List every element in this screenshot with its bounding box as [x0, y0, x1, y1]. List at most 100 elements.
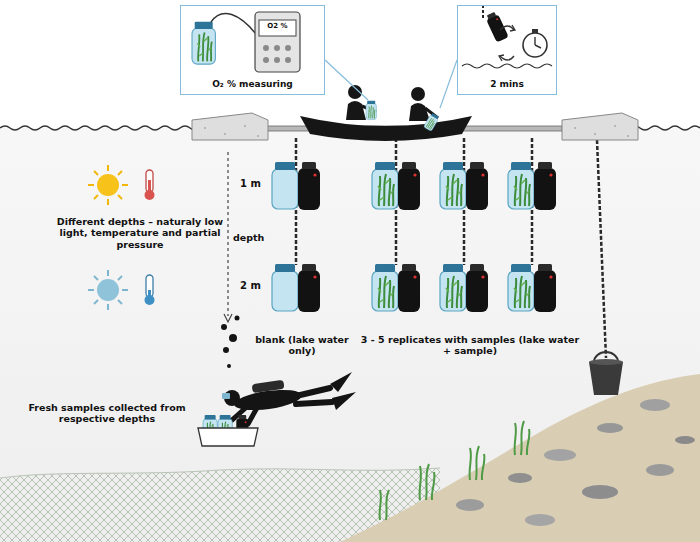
lake-bed [380, 421, 530, 520]
bottle-pair [440, 264, 488, 312]
measuring-icon [274, 57, 280, 63]
bottle-pair [398, 264, 420, 312]
bottle-pair [298, 162, 320, 210]
cool-sun-icon [148, 290, 151, 297]
concrete-block [614, 125, 616, 127]
bucket-weight [589, 362, 623, 395]
cool-sun-icon [122, 289, 128, 291]
bottle-pair [508, 162, 534, 209]
timing-icon [482, 5, 484, 18]
lake-bed [582, 485, 618, 499]
canoe [366, 101, 376, 120]
canoe [368, 106, 374, 119]
bottle-pair [378, 174, 394, 206]
bottle-pair [446, 276, 462, 308]
canoe [426, 117, 436, 129]
warm-sun-icon [94, 171, 98, 175]
diver [222, 393, 230, 399]
bottle-pair [372, 264, 398, 311]
timing-icon [462, 64, 552, 68]
measuring-icon [192, 22, 215, 64]
lake-bed [508, 473, 532, 483]
lake-bed [544, 449, 576, 461]
cool-sun-icon [88, 270, 128, 310]
cool-sun-icon [94, 300, 98, 304]
canoe [346, 101, 366, 120]
diver [330, 372, 356, 410]
diver [223, 347, 229, 353]
lake-bed [515, 421, 530, 455]
cool-sun-icon [88, 270, 155, 310]
bucket-weight [589, 359, 623, 365]
leader-line [325, 60, 368, 100]
diver [235, 316, 240, 321]
concrete-block [192, 113, 268, 140]
axis-label: depth [233, 232, 273, 243]
concrete-block [244, 125, 246, 127]
bottle-pair [466, 264, 488, 312]
cool-sun-icon [97, 279, 119, 301]
bottle-pair [272, 264, 298, 311]
concrete-block [204, 127, 206, 129]
box-caption: 2 mins [490, 79, 524, 90]
diver [296, 388, 332, 404]
measuring-icon [180, 5, 325, 95]
warm-sun-icon [107, 199, 109, 205]
timing-icon [510, 25, 515, 31]
bottle-pair [372, 264, 420, 312]
lake-bed [456, 499, 484, 511]
lake-bed [646, 464, 674, 476]
canoe [423, 113, 439, 132]
warm-sun-icon [122, 184, 128, 186]
depth-note: Different depths – naturaly low light, t… [52, 216, 228, 250]
warm-sun-icon [148, 180, 151, 192]
bottle-pair [534, 264, 556, 312]
cool-sun-icon [107, 270, 109, 276]
concrete-block [627, 135, 629, 137]
lake-bed [525, 514, 555, 526]
canoe [409, 103, 430, 121]
diver [221, 316, 356, 425]
measuring-icon [259, 20, 296, 36]
canoe [411, 87, 425, 101]
lake-bed [597, 423, 623, 433]
measuring-icon [263, 45, 269, 51]
bottle-pair [272, 162, 556, 312]
lake-bed [0, 468, 440, 478]
bucket-weight [589, 352, 623, 395]
leader-line [325, 60, 457, 108]
concrete-block [562, 113, 638, 140]
cool-sun-icon [118, 276, 122, 280]
lake-bed [470, 446, 485, 480]
warm-sun-icon [88, 165, 155, 205]
diver [248, 406, 258, 424]
depth-arrow [227, 152, 228, 316]
sample-tray [198, 428, 258, 446]
lake-bed [340, 374, 700, 542]
timing-icon [457, 5, 557, 95]
timing-icon [457, 5, 557, 95]
diver [229, 334, 237, 342]
cool-sun-icon [146, 275, 153, 297]
depth-arrow [224, 152, 232, 322]
measuring-icon [180, 5, 325, 95]
bottle-pair [272, 162, 298, 209]
warm-sun-icon [88, 165, 128, 205]
concrete-block [594, 133, 596, 135]
concrete-block [257, 135, 259, 137]
cool-sun-icon [118, 300, 122, 304]
canoe [423, 113, 439, 132]
depth-value: 1 m [240, 178, 270, 190]
chain [597, 140, 606, 358]
timing-icon [523, 33, 547, 57]
chain [296, 138, 606, 358]
lake-bed [420, 464, 435, 500]
lake-water [0, 128, 700, 542]
measuring-icon [285, 45, 291, 51]
canoe [300, 116, 472, 141]
bottle-pair [440, 162, 488, 210]
group-label: blank (lake water only) [254, 334, 350, 357]
bottle-pair [372, 162, 420, 210]
note-label: Fresh samples collected from respective … [22, 402, 192, 425]
leader-line [440, 60, 457, 108]
